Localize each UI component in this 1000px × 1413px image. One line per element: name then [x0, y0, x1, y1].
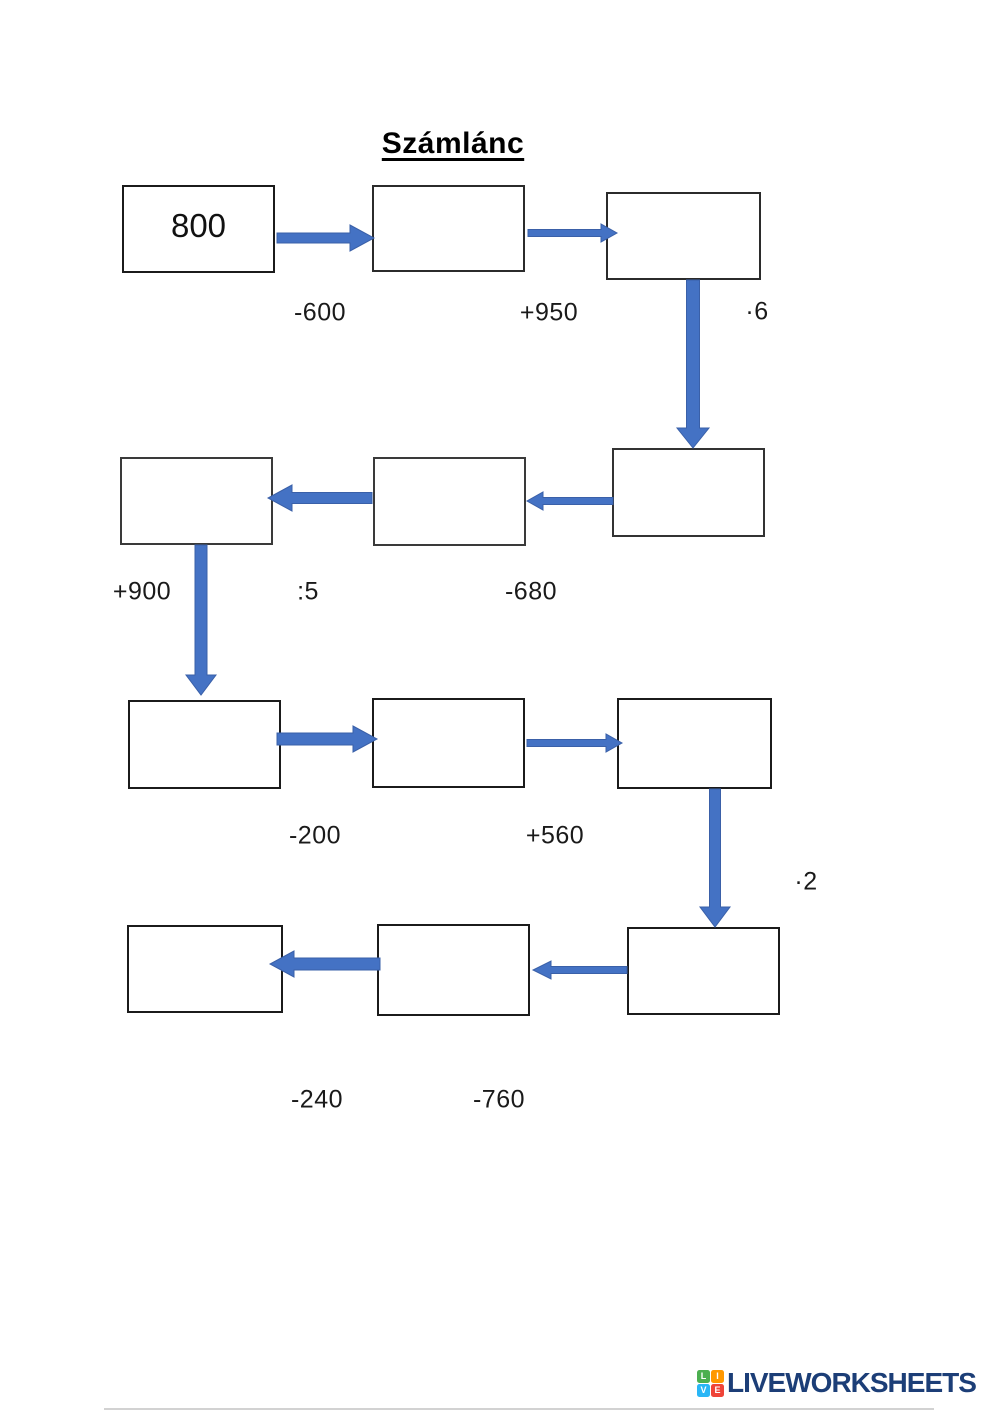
op-label-8: +560: [525, 821, 585, 850]
arrow-shape: [675, 279, 711, 449]
worksheet-title: Számlánc: [381, 127, 525, 160]
liveworksheets-logo-text: LIVEWORKSHEETS: [727, 1367, 977, 1398]
arrow-down-icon-2: [185, 544, 217, 696]
arrow-shape: [276, 224, 376, 252]
op-label-1: -600: [293, 298, 347, 327]
arrow-down-icon-1: [675, 279, 711, 449]
answer-box-3[interactable]: [606, 192, 761, 280]
logo-square-l: L: [697, 1369, 710, 1383]
liveworksheets-logo-icon: L I V E: [697, 1369, 724, 1397]
arrow-left-icon-1: [525, 491, 614, 511]
arrow-right-icon-2: [527, 223, 619, 243]
op-label-6: +900: [112, 577, 172, 606]
arrow-shape: [525, 491, 614, 511]
start-value-box: 800: [122, 185, 275, 273]
arrow-right-icon-4: [526, 733, 624, 753]
arrow-down-icon-3: [699, 788, 731, 928]
answer-box-8[interactable]: [372, 698, 525, 788]
arrow-shape: [526, 733, 624, 753]
op-label-7: -200: [288, 821, 342, 850]
op-label-10: -760: [472, 1085, 526, 1114]
op-label-11: -240: [290, 1085, 344, 1114]
op-label-5: :5: [297, 577, 319, 606]
answer-box-11[interactable]: [377, 924, 530, 1016]
answer-box-7[interactable]: [128, 700, 281, 789]
arrow-left-icon-2: [266, 484, 373, 512]
arrow-right-icon-3: [276, 725, 379, 753]
op-label-4: -680: [504, 577, 558, 606]
answer-box-5[interactable]: [373, 457, 526, 546]
answer-box-10[interactable]: [627, 927, 780, 1015]
logo-square-v: V: [697, 1383, 710, 1397]
arrow-left-icon-3: [531, 960, 628, 980]
op-label-2: +950: [519, 298, 579, 327]
arrow-shape: [531, 960, 628, 980]
logo-square-e: E: [711, 1383, 724, 1397]
op-label-9: ·2: [794, 867, 818, 896]
arrow-shape: [185, 544, 217, 696]
page-edge-line: [104, 1408, 934, 1410]
logo-square-i: I: [711, 1369, 724, 1383]
start-value: 800: [170, 207, 227, 244]
arrow-shape: [266, 484, 373, 512]
answer-box-6[interactable]: [120, 457, 273, 545]
op-label-3: ·6: [745, 297, 769, 326]
answer-box-4[interactable]: [612, 448, 765, 537]
answer-box-2[interactable]: [372, 185, 525, 272]
answer-box-12[interactable]: [127, 925, 283, 1013]
arrow-shape: [276, 725, 379, 753]
answer-box-9[interactable]: [617, 698, 772, 789]
arrow-right-icon-1: [276, 224, 376, 252]
arrow-left-icon-4: [268, 950, 381, 978]
arrow-shape: [268, 950, 381, 978]
arrow-shape: [699, 788, 731, 928]
liveworksheets-logo[interactable]: L I V E LIVEWORKSHEETS: [697, 1367, 977, 1398]
arrow-shape: [527, 223, 619, 243]
